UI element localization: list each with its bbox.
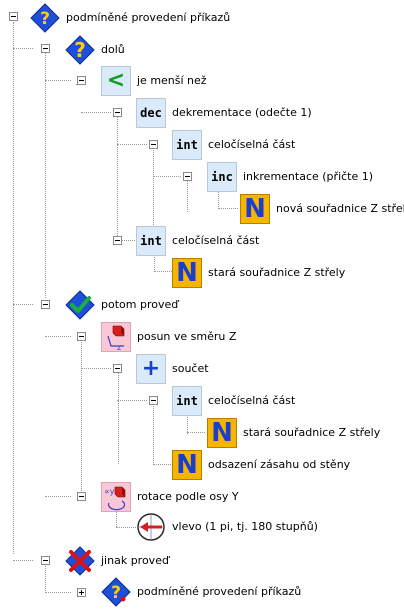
collapse-toggle-sum[interactable] xyxy=(113,364,122,373)
number-icon: N xyxy=(240,194,270,224)
node-label: podmíněné provedení příkazů xyxy=(66,11,231,24)
collapse-toggle-inc[interactable] xyxy=(183,172,192,181)
node-label: potom proveď xyxy=(101,298,179,311)
inc-icon: inc xyxy=(207,162,237,192)
rotate-y-icon: ∝y xyxy=(101,482,131,512)
collapse-toggle-move[interactable] xyxy=(77,332,86,341)
node-label: inkrementace (přičte 1) xyxy=(243,170,374,183)
direction-left-icon xyxy=(136,512,166,542)
collapse-toggle-then[interactable] xyxy=(41,300,50,309)
question-diamond-icon: ? xyxy=(30,3,60,33)
int-icon: int xyxy=(172,130,202,160)
int-icon: int xyxy=(136,226,166,256)
collapse-toggle-int2[interactable] xyxy=(113,236,122,245)
less-than-icon: < xyxy=(101,66,131,96)
collapse-toggle-int3[interactable] xyxy=(149,396,158,405)
cross-diamond-icon xyxy=(65,546,95,576)
node-label: nová souřadnice Z střely xyxy=(276,202,404,215)
svg-text:?: ? xyxy=(74,38,86,62)
collapse-toggle-else[interactable] xyxy=(41,556,50,565)
node-label: součet xyxy=(172,362,209,375)
svg-text:?: ? xyxy=(40,9,50,29)
node-label: vlevo (1 pi, tj. 180 stupňů) xyxy=(172,520,318,533)
node-label: posun ve směru Z xyxy=(137,330,237,343)
number-icon: N xyxy=(172,258,202,288)
node-label: stará souřadnice Z střely xyxy=(243,426,381,439)
collapse-toggle-int1[interactable] xyxy=(149,140,158,149)
dec-icon: dec xyxy=(136,98,166,128)
expand-toggle-sub-if[interactable] xyxy=(77,588,86,597)
question-diamond-icon: ? xyxy=(65,35,95,65)
node-label: stará souřadnice Z střely xyxy=(208,266,346,279)
node-label: podmíněné provedení příkazů xyxy=(137,585,302,598)
node-label: celočíselná část xyxy=(208,394,296,407)
node-label: rotace podle osy Y xyxy=(137,490,239,503)
check-diamond-icon xyxy=(65,290,95,320)
node-label: celočíselná část xyxy=(172,234,260,247)
number-icon: N xyxy=(207,418,237,448)
node-label: dolů xyxy=(101,43,125,56)
svg-text:?: ? xyxy=(111,583,121,603)
node-label: je menší než xyxy=(137,74,207,87)
node-label: dekrementace (odečte 1) xyxy=(172,106,312,119)
int-icon: int xyxy=(172,386,202,416)
collapse-toggle-dec[interactable] xyxy=(113,108,122,117)
collapse-toggle-root[interactable] xyxy=(9,12,18,21)
plus-icon: + xyxy=(136,354,166,384)
collapse-toggle-condition[interactable] xyxy=(41,44,50,53)
node-label: celočíselná část xyxy=(208,138,296,151)
svg-text:z: z xyxy=(117,343,121,351)
number-icon: N xyxy=(172,450,202,480)
node-label: jinak proveď xyxy=(101,554,169,567)
node-label: odsazení zásahu od stěny xyxy=(208,458,351,471)
collapse-toggle-less-than[interactable] xyxy=(77,76,86,85)
collapse-toggle-rotate[interactable] xyxy=(77,492,86,501)
question-diamond-icon: ? xyxy=(101,577,131,607)
move-z-icon: z xyxy=(101,322,131,352)
svg-text:∝y: ∝y xyxy=(104,487,115,496)
